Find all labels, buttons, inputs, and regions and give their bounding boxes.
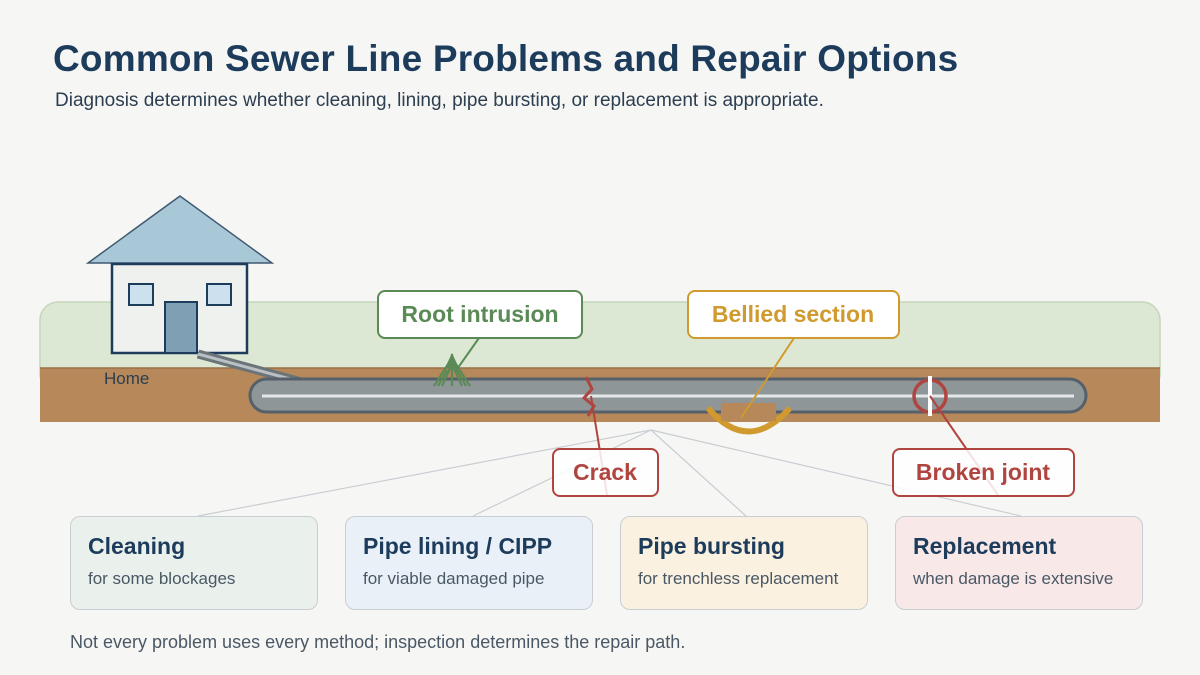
- option-card-pipe-lining: Pipe lining / CIPP for viable damaged pi…: [345, 516, 593, 610]
- home-label: Home: [104, 369, 149, 388]
- house-icon: [85, 195, 275, 355]
- root-intrusion-label: Root intrusion: [377, 290, 583, 339]
- root-leader-line: [454, 337, 480, 373]
- option-card-cleaning: Cleaning for some blockages: [70, 516, 318, 610]
- bellied-section-label: Bellied section: [687, 290, 900, 339]
- option-title: Replacement: [913, 533, 1057, 559]
- option-card-pipe-bursting: Pipe bursting for trenchless replacement: [620, 516, 868, 610]
- broken-joint-label: Broken joint: [892, 448, 1075, 497]
- page-title: Common Sewer Line Problems and Repair Op…: [53, 38, 959, 79]
- belly-sag-marker: [705, 405, 793, 435]
- footnote: Not every problem uses every method; ins…: [70, 632, 686, 652]
- crack-label: Crack: [552, 448, 659, 497]
- svg-text:Broken joint: Broken joint: [916, 459, 1051, 485]
- svg-text:Crack: Crack: [573, 459, 637, 485]
- crack-marker: [581, 376, 596, 417]
- option-title: Cleaning: [88, 533, 186, 559]
- option-description: for viable damaged pipe: [363, 569, 545, 588]
- belly-leader-line: [740, 337, 795, 419]
- option-description: when damage is extensive: [913, 569, 1114, 588]
- option-description: for trenchless replacement: [638, 569, 839, 588]
- svg-text:Root intrusion: Root intrusion: [401, 301, 558, 327]
- page-subtitle: Diagnosis determines whether cleaning, l…: [55, 90, 824, 111]
- option-description: for some blockages: [88, 569, 236, 588]
- option-title: Pipe bursting: [638, 533, 785, 559]
- svg-text:Bellied section: Bellied section: [712, 301, 874, 327]
- option-title: Pipe lining / CIPP: [363, 533, 553, 559]
- option-card-replacement: Replacement when damage is extensive: [895, 516, 1143, 610]
